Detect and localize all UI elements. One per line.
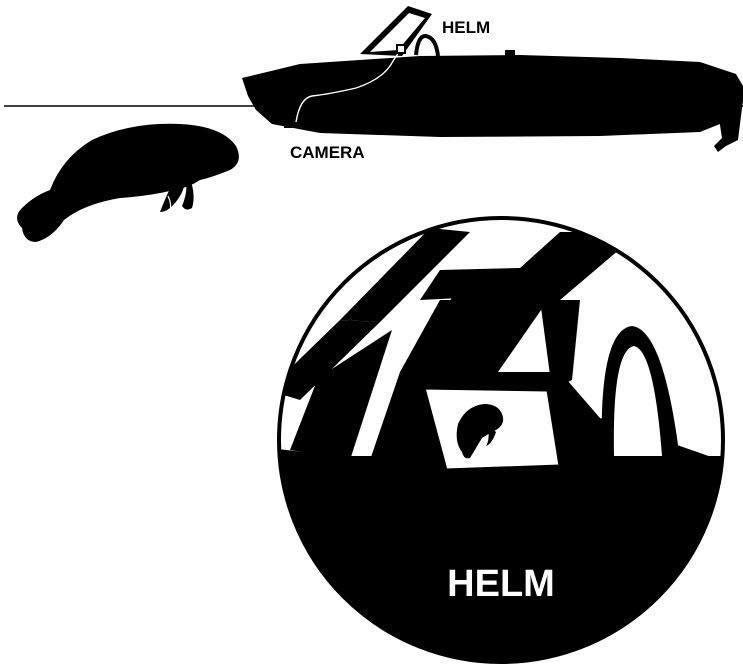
helm-label: HELM — [442, 18, 490, 37]
boat-silhouette-icon — [242, 6, 743, 152]
manatee-silhouette-icon — [17, 124, 239, 242]
helm-view-label: HELM — [447, 563, 555, 605]
camera-label: CAMERA — [290, 143, 365, 162]
